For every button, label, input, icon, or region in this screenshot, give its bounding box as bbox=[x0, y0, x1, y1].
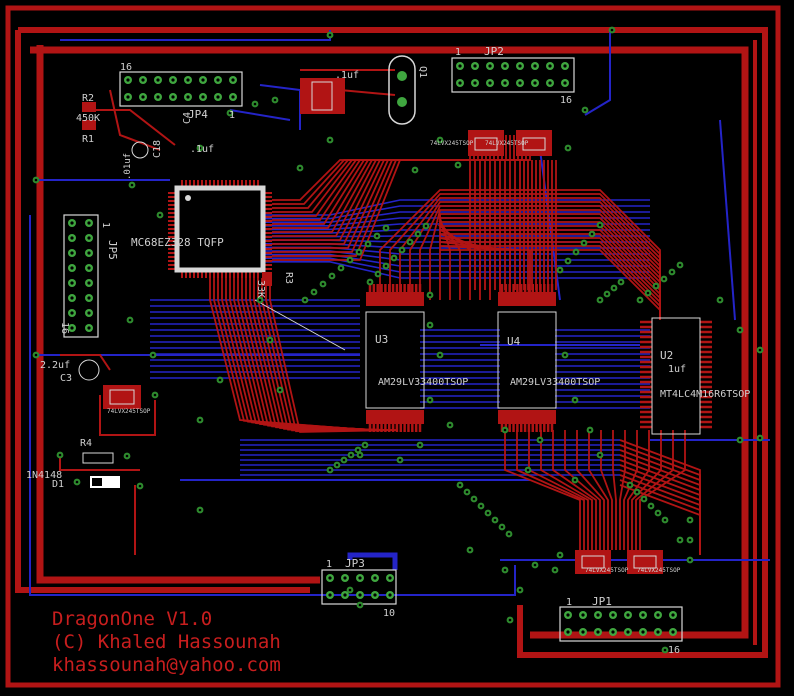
u4-part: AM29LV33400TSOP bbox=[510, 377, 600, 388]
jp2-pin-1: 1 bbox=[455, 47, 461, 58]
flash-u3 bbox=[365, 284, 425, 432]
silk-lines bbox=[254, 299, 346, 351]
jp3-pin-1: 1 bbox=[326, 559, 332, 570]
r3-label: R3 bbox=[283, 272, 294, 284]
c18-label: C18 bbox=[152, 140, 163, 158]
credit-line-2: (C) Khaled Hassounah bbox=[52, 631, 281, 653]
header-jp1 bbox=[559, 606, 683, 642]
header-jp5 bbox=[63, 214, 99, 338]
jp1-pin-16: 16 bbox=[668, 645, 680, 656]
jp1-label: JP1 bbox=[592, 595, 612, 608]
jp4-pin-1: 1 bbox=[229, 110, 235, 121]
jp5-pin-16: 16 bbox=[59, 322, 70, 334]
jp4-pin-16: 16 bbox=[120, 62, 132, 73]
r2-value: 450K bbox=[76, 113, 100, 124]
u2-part: MT4LC4M16R6TSOP bbox=[660, 389, 750, 400]
jp5-label: JP5 bbox=[106, 240, 119, 260]
header-jp3 bbox=[321, 569, 397, 605]
r2-label: R2 bbox=[82, 93, 94, 104]
jp1-pin-1: 1 bbox=[566, 597, 572, 608]
buffer-part-4: 74LVX245TSOP bbox=[585, 567, 629, 574]
jp2-pin-16: 16 bbox=[560, 95, 572, 106]
u3-part: AM29LV33400TSOP bbox=[378, 377, 468, 388]
flash-u4 bbox=[497, 284, 557, 432]
buffer-chips bbox=[103, 78, 663, 574]
crystal-q1 bbox=[388, 55, 416, 125]
jp3-label: JP3 bbox=[345, 557, 365, 570]
u3-ref: U3 bbox=[375, 333, 388, 346]
u2-ref: U2 bbox=[660, 349, 673, 362]
c3-label: C3 bbox=[60, 373, 72, 384]
osc-cap-value: .1uf bbox=[335, 70, 359, 81]
buffer-part-1: 74LVX245TSOP bbox=[430, 140, 474, 147]
u2-value: 1uf bbox=[668, 364, 686, 375]
q1-label: Q1 bbox=[417, 66, 428, 78]
jp4-label: JP4 bbox=[188, 108, 208, 121]
c3-value: 2.2uf bbox=[40, 360, 70, 371]
r1-label: R1 bbox=[82, 134, 94, 145]
jp2-label: JP2 bbox=[484, 45, 504, 58]
power-ground-traces bbox=[5, 5, 781, 688]
r4-label: R4 bbox=[80, 438, 92, 449]
buffer-part-5: 74LVX245TSOP bbox=[637, 567, 681, 574]
jp3-pin-10: 10 bbox=[383, 608, 395, 619]
credit-line-3: khassounah@yahoo.com bbox=[52, 654, 281, 676]
buffer-part-3: 74LVX245TSOP bbox=[107, 408, 151, 415]
u4-ref: U4 bbox=[507, 335, 521, 348]
buffer-part-2: 74LVX245TSOP bbox=[485, 140, 529, 147]
cpu-label: MC68EZ328 TQFP bbox=[131, 236, 224, 249]
passives bbox=[78, 102, 272, 488]
board-credits: DragonOne V1.0 (C) Khaled Hassounah khas… bbox=[52, 608, 281, 676]
credit-line-1: DragonOne V1.0 bbox=[52, 608, 212, 630]
bus-lines-red bbox=[209, 135, 701, 555]
d1-part: 1N4148 bbox=[26, 470, 62, 481]
c18-value: .01uf bbox=[123, 153, 133, 180]
c4-value: .1uf bbox=[190, 144, 214, 155]
dram-u2 bbox=[640, 317, 712, 435]
header-jp4 bbox=[119, 71, 243, 107]
cpu-chip bbox=[168, 180, 272, 278]
r3-value: 33K bbox=[255, 280, 266, 298]
silk-labels: MC68EZ328 TQFP U3 AM29LV33400TSOP U4 AM2… bbox=[26, 45, 750, 656]
c4-label: C4 bbox=[182, 112, 193, 124]
jp5-pin-1: 1 bbox=[100, 222, 111, 228]
header-jp2 bbox=[451, 57, 575, 93]
d1-label: D1 bbox=[52, 479, 64, 490]
